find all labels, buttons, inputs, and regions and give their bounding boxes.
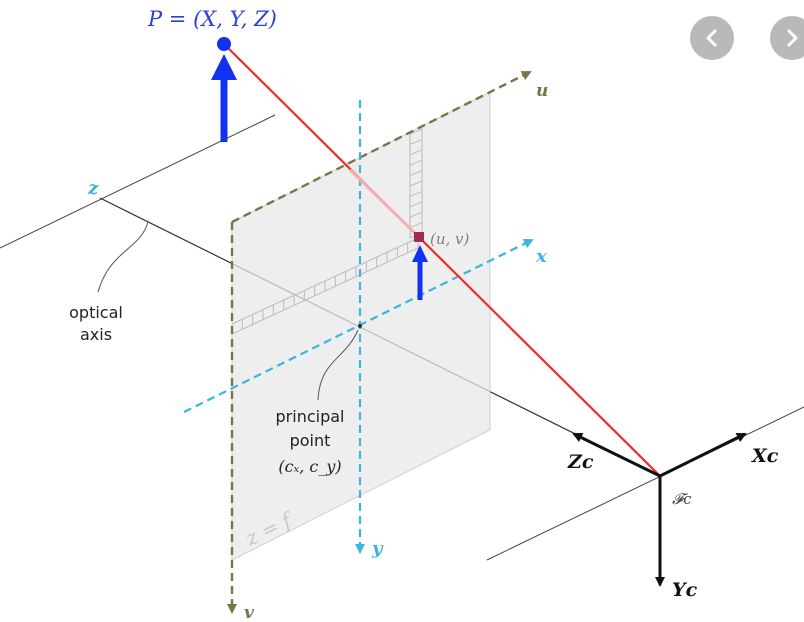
label-camera-frame: 𝓕c (672, 490, 692, 508)
label-z-axis: z (87, 178, 99, 199)
image-point-pixel (414, 232, 424, 242)
label-v-axis: v (244, 603, 255, 622)
pixel-ticks (231, 128, 423, 334)
label-camera-X: Xc (751, 445, 779, 467)
previous-image-button[interactable] (690, 16, 734, 60)
label-principal-1: principal (276, 407, 345, 426)
ground-line-upper-left (0, 114, 276, 249)
projection-ray-faint (348, 168, 422, 240)
chevron-right-icon (787, 29, 798, 47)
height-arrow-head (211, 54, 237, 80)
point-P (217, 37, 231, 51)
principal-point-marker (358, 324, 362, 328)
label-x-axis: x (535, 246, 547, 267)
label-optical-axis-2: axis (80, 325, 112, 344)
principal-point-leader (317, 329, 359, 401)
label-y-axis: y (371, 538, 384, 559)
label-u-axis: u (536, 81, 548, 101)
camera-X-axis (659, 432, 747, 478)
optical-axis-leader (97, 221, 149, 293)
next-image-button[interactable] (770, 16, 804, 60)
projection-ray (223, 43, 661, 477)
label-principal-2: point (290, 431, 331, 450)
label-point-P: P = (X, Y, Z) (147, 7, 277, 31)
label-camera-Y: Yc (672, 579, 698, 601)
chevron-left-icon (706, 29, 717, 47)
label-image-point: (u, v) (430, 230, 470, 248)
label-optical-axis-1: optical (69, 303, 123, 322)
ground-line-lower-right (486, 406, 804, 561)
u-axis (231, 70, 532, 224)
image-arrow-head (412, 245, 428, 262)
camera-Z-axis (572, 432, 661, 478)
label-camera-Z: Zc (567, 451, 594, 473)
label-principal-3: (cₓ, c_y) (278, 457, 341, 476)
